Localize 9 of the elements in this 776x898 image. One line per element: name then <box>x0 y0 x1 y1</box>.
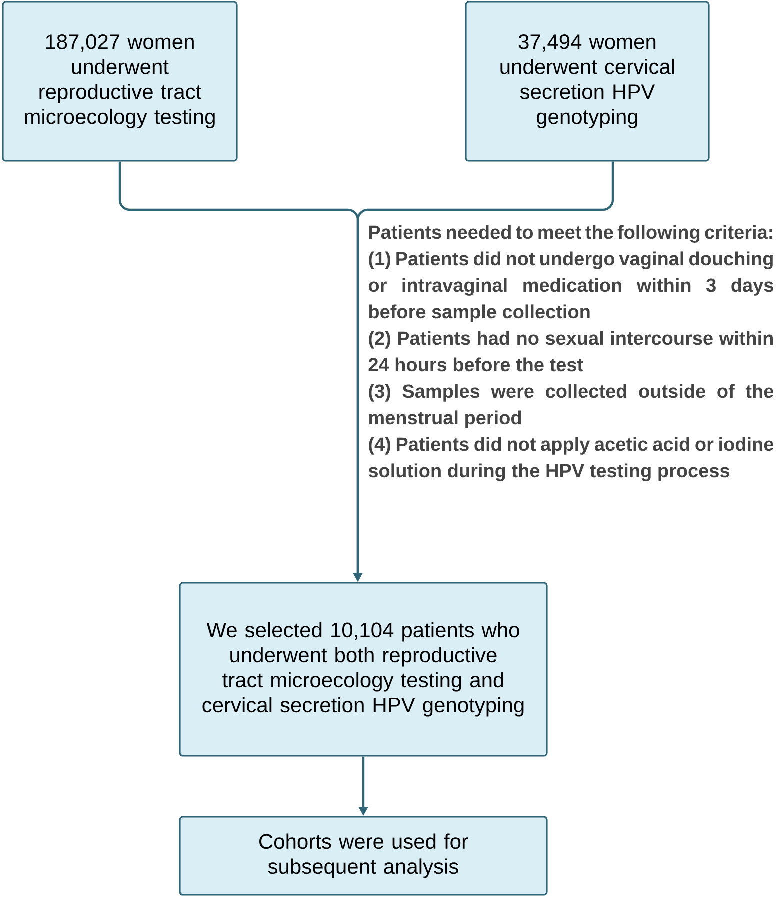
criteria-text: (4) Patients did not apply acetic acid or iodine solution during the HPV testing process <box>368 437 774 482</box>
criteria-text: (3) Samples were collected outside of the menstrual period <box>369 384 774 428</box>
process-box: Cohorts were used for subsequent analysis <box>179 816 548 896</box>
process-box: We selected 10,104 patients who underwent both reproductive tract microecology testing and cervical secretion HPV genotyping <box>179 582 548 757</box>
criteria-text: (2) Patients had no sexual intercourse within 24 hours before the test <box>368 331 773 372</box>
process-box: 37,494 women underwent cervical secretion HPV genotyping <box>465 1 710 162</box>
criteria-text: (1) Patients did not undergo vaginal douching or intravaginal medication within 3 days before sample collection <box>368 252 774 322</box>
criteria-text: Patients needed to meet the following criteria: <box>369 225 772 243</box>
process-box: 187,027 women underwent reproductive tract microecology testing <box>2 1 238 162</box>
